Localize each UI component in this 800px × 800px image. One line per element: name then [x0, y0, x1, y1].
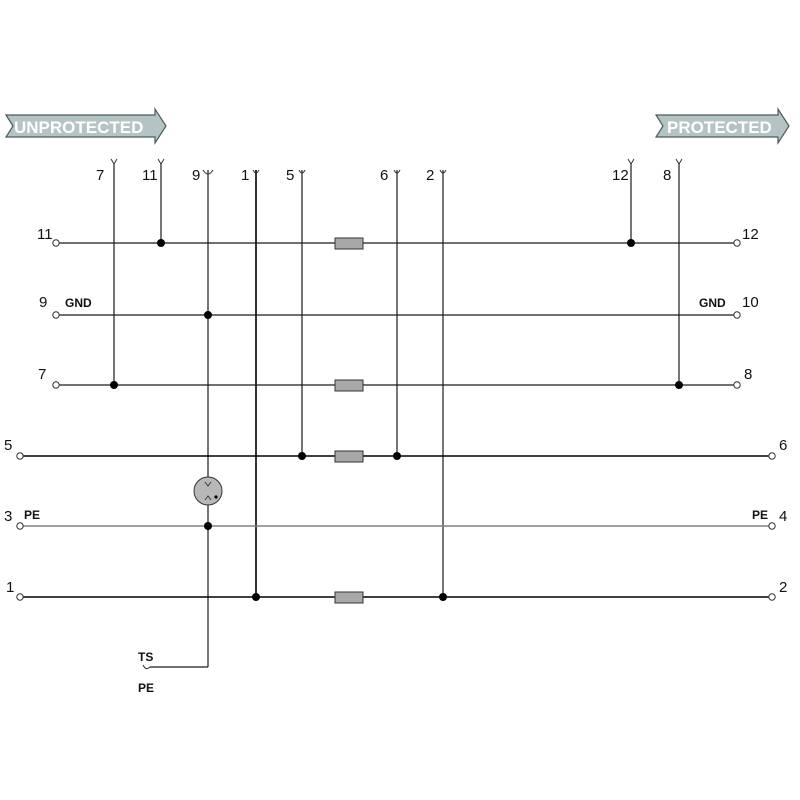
top-pin-label: 8	[663, 167, 671, 184]
left-terminal-label: 11	[37, 226, 53, 243]
fork-icon	[627, 158, 635, 165]
top-pin-label: 12	[612, 167, 629, 184]
electrode-top-icon	[204, 481, 212, 487]
right-terminal-label: 10	[742, 294, 759, 311]
fork-icon	[252, 169, 260, 174]
fork-icon	[298, 169, 306, 174]
right-terminal-label: 12	[742, 226, 759, 243]
terminal-icon	[16, 593, 24, 601]
electrode-bottom-icon	[204, 495, 212, 501]
fuse-icon	[334, 591, 364, 604]
junction-dot-icon	[627, 239, 635, 247]
top-pin-label: 11	[142, 167, 158, 184]
protected-banner: PROTECTED	[654, 106, 790, 146]
fork-icon	[393, 169, 401, 174]
fuse-icon	[334, 450, 364, 463]
left-terminal-label: 7	[38, 366, 46, 383]
ts-label: TS	[138, 650, 153, 664]
fuse-icon	[334, 379, 364, 392]
fork-icon	[110, 158, 118, 165]
top-pin-label: 6	[380, 167, 388, 184]
left-terminal-label: 5	[4, 437, 12, 454]
terminal-icon	[16, 452, 24, 460]
right-terminal-tag: GND	[699, 296, 726, 310]
junction-dots	[110, 239, 683, 601]
right-terminal-label: 8	[744, 366, 752, 383]
terminal-icon	[768, 452, 776, 460]
junction-dot-icon	[110, 381, 118, 389]
junction-dot-icon	[393, 452, 401, 460]
top-pin-forks	[110, 158, 683, 175]
junction-dot-icon	[157, 239, 165, 247]
junction-dot-icon	[204, 311, 212, 319]
terminal-icon	[768, 522, 776, 530]
terminal-icon	[52, 239, 60, 247]
gas-dot-icon	[214, 495, 218, 499]
right-terminal-tag: PE	[752, 508, 768, 522]
junction-dot-icon	[675, 381, 683, 389]
top-pin-label: 1	[241, 167, 249, 184]
ts-pe-terminal: TS PE	[138, 650, 154, 695]
fork-icon	[675, 158, 683, 165]
top-pin-label: 7	[96, 167, 104, 184]
gas-discharge-tube-icon	[193, 476, 223, 506]
unprotected-banner: UNPROTECTED	[4, 106, 167, 146]
junction-dot-icon	[252, 593, 260, 601]
left-terminal-label: 3	[4, 508, 12, 525]
terminal-icon	[733, 239, 741, 247]
terminal-icon	[733, 381, 741, 389]
row-9-10-gnd: 9 GND GND 10	[39, 294, 759, 319]
right-terminal-label: 2	[779, 579, 787, 596]
top-pin-label: 5	[286, 167, 294, 184]
terminal-icon	[733, 311, 741, 319]
junction-dot-icon	[439, 593, 447, 601]
row-11-12: 11 12	[37, 226, 759, 250]
row-1-2: 1 2	[6, 579, 787, 604]
top-pin-label: 9	[192, 167, 200, 184]
left-terminal-label: 9	[39, 294, 47, 311]
fork-icon	[157, 158, 165, 165]
right-terminal-label: 6	[779, 437, 787, 454]
junction-dot-icon	[298, 452, 306, 460]
top-pin-labels: 7 11 9 1 5 6 2 12 8	[96, 167, 671, 184]
terminal-icon	[52, 311, 60, 319]
junction-dot-icon	[204, 522, 212, 530]
ts-terminal-icon	[142, 664, 151, 670]
terminal-icon	[768, 593, 776, 601]
right-terminal-label: 4	[779, 508, 787, 525]
vertical-wires	[113, 163, 680, 668]
fork-icon	[439, 169, 447, 174]
left-terminal-tag: GND	[65, 296, 92, 310]
terminal-icon	[52, 381, 60, 389]
terminal-icon	[16, 522, 24, 530]
row-7-8: 7 8	[38, 366, 752, 392]
top-pin-label: 2	[426, 167, 434, 184]
gas-discharge-tube	[193, 476, 223, 506]
protected-banner-text: PROTECTED	[667, 118, 772, 137]
left-terminal-label: 1	[6, 579, 14, 596]
pe-label: PE	[138, 681, 154, 695]
unprotected-banner-text: UNPROTECTED	[14, 118, 143, 137]
fuse-icon	[334, 237, 364, 250]
row-3-4-pe: 3 PE PE 4	[4, 508, 787, 530]
fork-icon	[202, 169, 214, 175]
left-terminal-tag: PE	[24, 508, 40, 522]
